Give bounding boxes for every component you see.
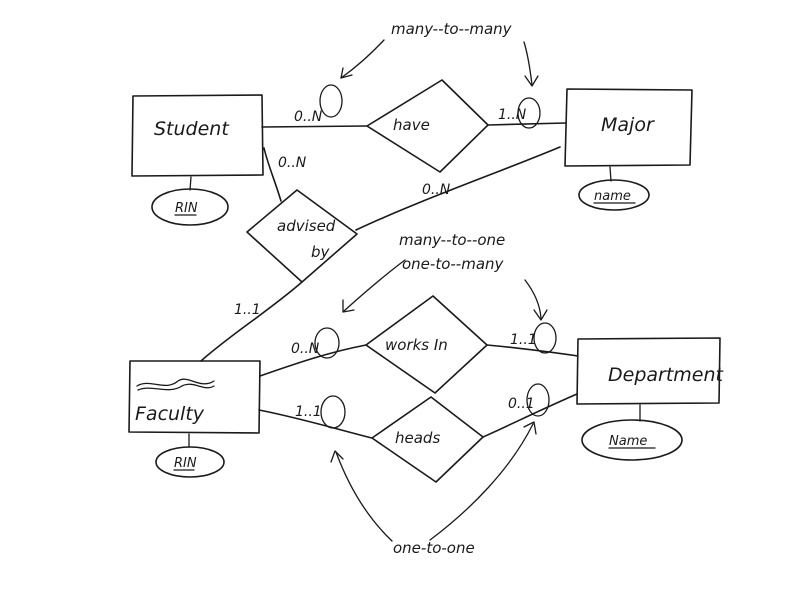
relationship-works-in: works In <box>365 295 488 394</box>
line-faculty-heads <box>258 409 373 439</box>
circle-mark <box>526 383 550 417</box>
attribute-faculty-rin: RIN <box>155 433 225 478</box>
entity-major-label: Major <box>601 114 655 136</box>
card-works-department: 1..1 <box>510 332 537 348</box>
attribute-faculty-rin-label: RIN <box>174 456 197 471</box>
attribute-major-name: name <box>578 166 650 211</box>
entity-department-label: Department <box>608 364 725 386</box>
relationship-heads: heads <box>371 396 484 483</box>
relationship-works-in-label: works In <box>385 336 448 354</box>
scribble-mark <box>137 383 215 391</box>
annotation-one-to-one: one-to-one <box>330 421 537 557</box>
line-heads-department <box>482 393 578 438</box>
arrow-head <box>342 299 355 313</box>
line-student-have <box>261 125 368 128</box>
annotation-one-to-one-label: one-to-one <box>393 539 475 557</box>
circle-mark <box>533 322 557 354</box>
line-faculty-worksin <box>259 344 367 377</box>
entity-major: Major <box>564 88 693 167</box>
entity-student: Student <box>131 94 264 177</box>
connector-lines <box>200 122 579 439</box>
line-worksin-department <box>486 344 579 357</box>
relationship-have-label: have <box>393 116 430 134</box>
circle-mark <box>319 84 343 118</box>
arrow-line <box>335 451 393 542</box>
attribute-department-name-label: Name <box>609 434 647 449</box>
annotation-many-to-one-label: many--to--one <box>399 231 505 249</box>
arrow-head <box>340 67 353 79</box>
attribute-major-name-label: name <box>594 189 631 204</box>
entity-faculty: Faculty <box>128 360 261 434</box>
arrow-line <box>429 423 534 541</box>
entity-department: Department <box>576 337 725 405</box>
entity-faculty-label: Faculty <box>135 403 205 425</box>
circle-mark <box>320 395 346 429</box>
arrow-line <box>343 259 406 312</box>
cardinality-labels: 0..N 1..N 0..N 0..N 1..1 0..N 1..1 1..1 … <box>234 84 557 429</box>
entity-student-label: Student <box>154 118 230 140</box>
arrow-head <box>330 450 344 463</box>
line-student-advised <box>263 147 282 202</box>
annotation-many-to-one: many--to--one one-to--many <box>342 231 548 321</box>
relationship-advised-by-label-2: by <box>311 243 331 261</box>
circle-mark <box>517 97 541 129</box>
relationship-advised-by-label-1: advised <box>277 217 336 235</box>
annotation-many-to-many-label: many--to--many <box>391 20 513 38</box>
attribute-department-name: Name <box>581 404 683 461</box>
arrow-line <box>340 39 385 79</box>
relationship-advised-by: advised by <box>246 189 358 283</box>
card-heads-department: 0..1 <box>508 396 535 412</box>
scribble-mark <box>136 378 215 387</box>
card-advised-faculty-side: 0..N <box>422 182 451 198</box>
line-have-major <box>487 122 567 126</box>
attribute-student-rin: RIN <box>151 176 229 226</box>
relationship-have: have <box>366 79 489 173</box>
line-advised-faculty <box>200 281 303 362</box>
card-advised-one: 1..1 <box>234 302 261 318</box>
card-works-faculty: 0..N <box>291 341 320 357</box>
card-have-major: 1..N <box>498 107 527 123</box>
arrow-head <box>524 75 539 87</box>
arrow-line <box>523 41 533 86</box>
arrow-head <box>533 309 548 321</box>
annotation-one-to-many-label: one-to--many <box>402 255 505 273</box>
card-have-student: 0..N <box>294 109 323 125</box>
card-advised-student: 0..N <box>278 155 307 171</box>
arrow-line <box>524 279 542 319</box>
arrow-head <box>523 421 537 435</box>
circle-mark <box>314 327 340 359</box>
line-major-advised <box>355 146 561 231</box>
annotation-many-to-many: many--to--many <box>340 20 539 87</box>
attribute-student-rin-label: RIN <box>175 201 198 216</box>
relationship-heads-label: heads <box>395 429 440 447</box>
card-heads-faculty: 1..1 <box>295 404 322 420</box>
